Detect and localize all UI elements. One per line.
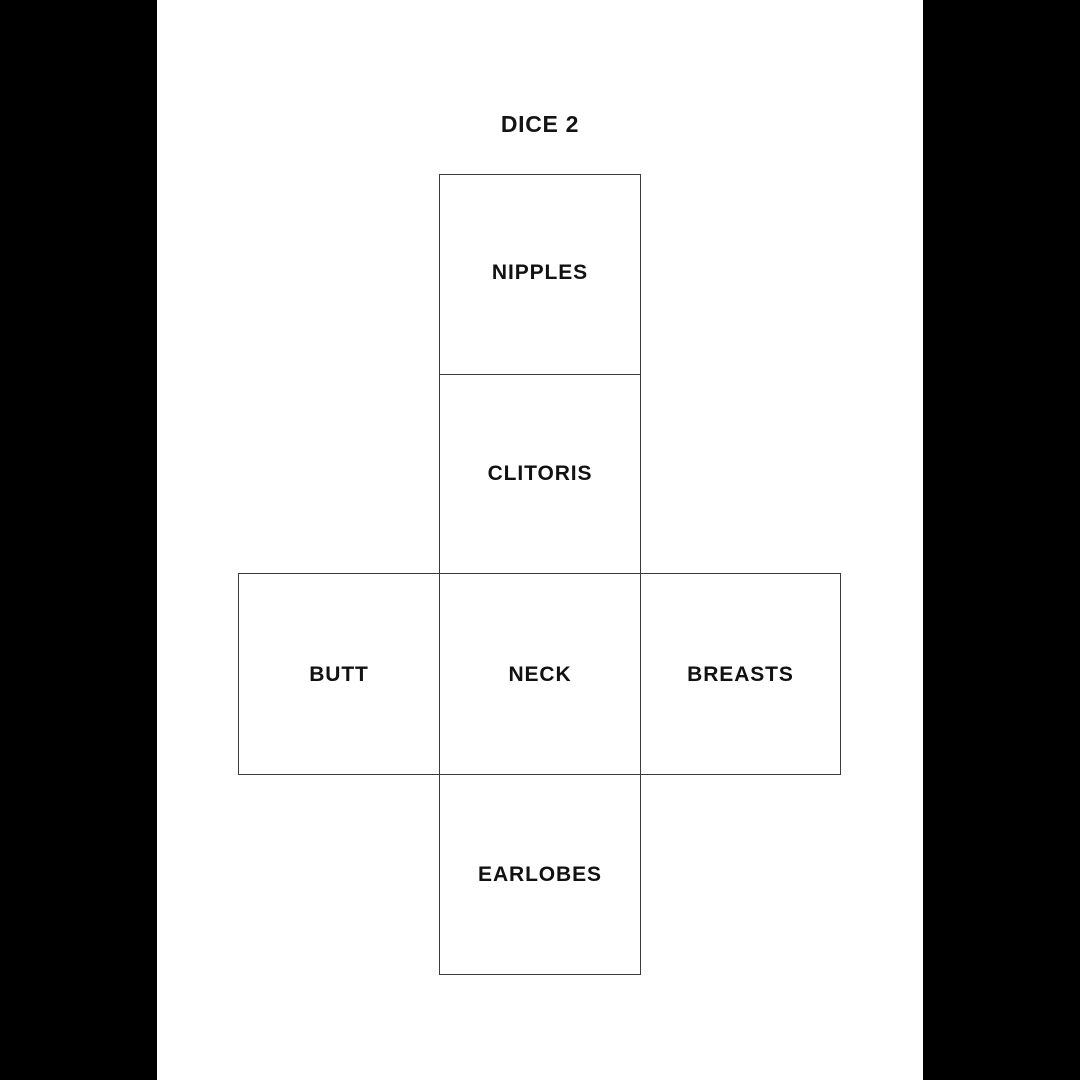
dice-face-label: NIPPLES bbox=[491, 261, 589, 284]
dice-face-earlobes[interactable]: EARLOBES bbox=[439, 774, 641, 975]
dice-face-label: BREASTS bbox=[687, 662, 794, 686]
dice-face-neck[interactable]: NECK bbox=[439, 573, 641, 775]
dice-face-label: EARLOBES bbox=[478, 863, 602, 886]
page-title: DICE 2 bbox=[500, 111, 580, 137]
dice-face-label: CLITORIS bbox=[487, 461, 593, 485]
dice-face-breasts[interactable]: BREASTS bbox=[640, 573, 841, 775]
dice-net-diagram: NIPPLES CLITORIS BUTT NECK BREASTS EARLO… bbox=[238, 174, 841, 975]
letterbox-bar-left bbox=[0, 0, 157, 1080]
dice-face-nipples[interactable]: NIPPLES bbox=[439, 174, 641, 375]
dice-face-label: NECK bbox=[508, 662, 572, 686]
letterbox-bar-right bbox=[923, 0, 1080, 1080]
dice-face-clitoris[interactable]: CLITORIS bbox=[439, 374, 641, 574]
dice-face-label: BUTT bbox=[309, 662, 369, 686]
paper-canvas: DICE 2 NIPPLES CLITORIS BUTT NECK BREAST… bbox=[157, 0, 923, 1080]
dice-face-butt[interactable]: BUTT bbox=[238, 573, 440, 775]
